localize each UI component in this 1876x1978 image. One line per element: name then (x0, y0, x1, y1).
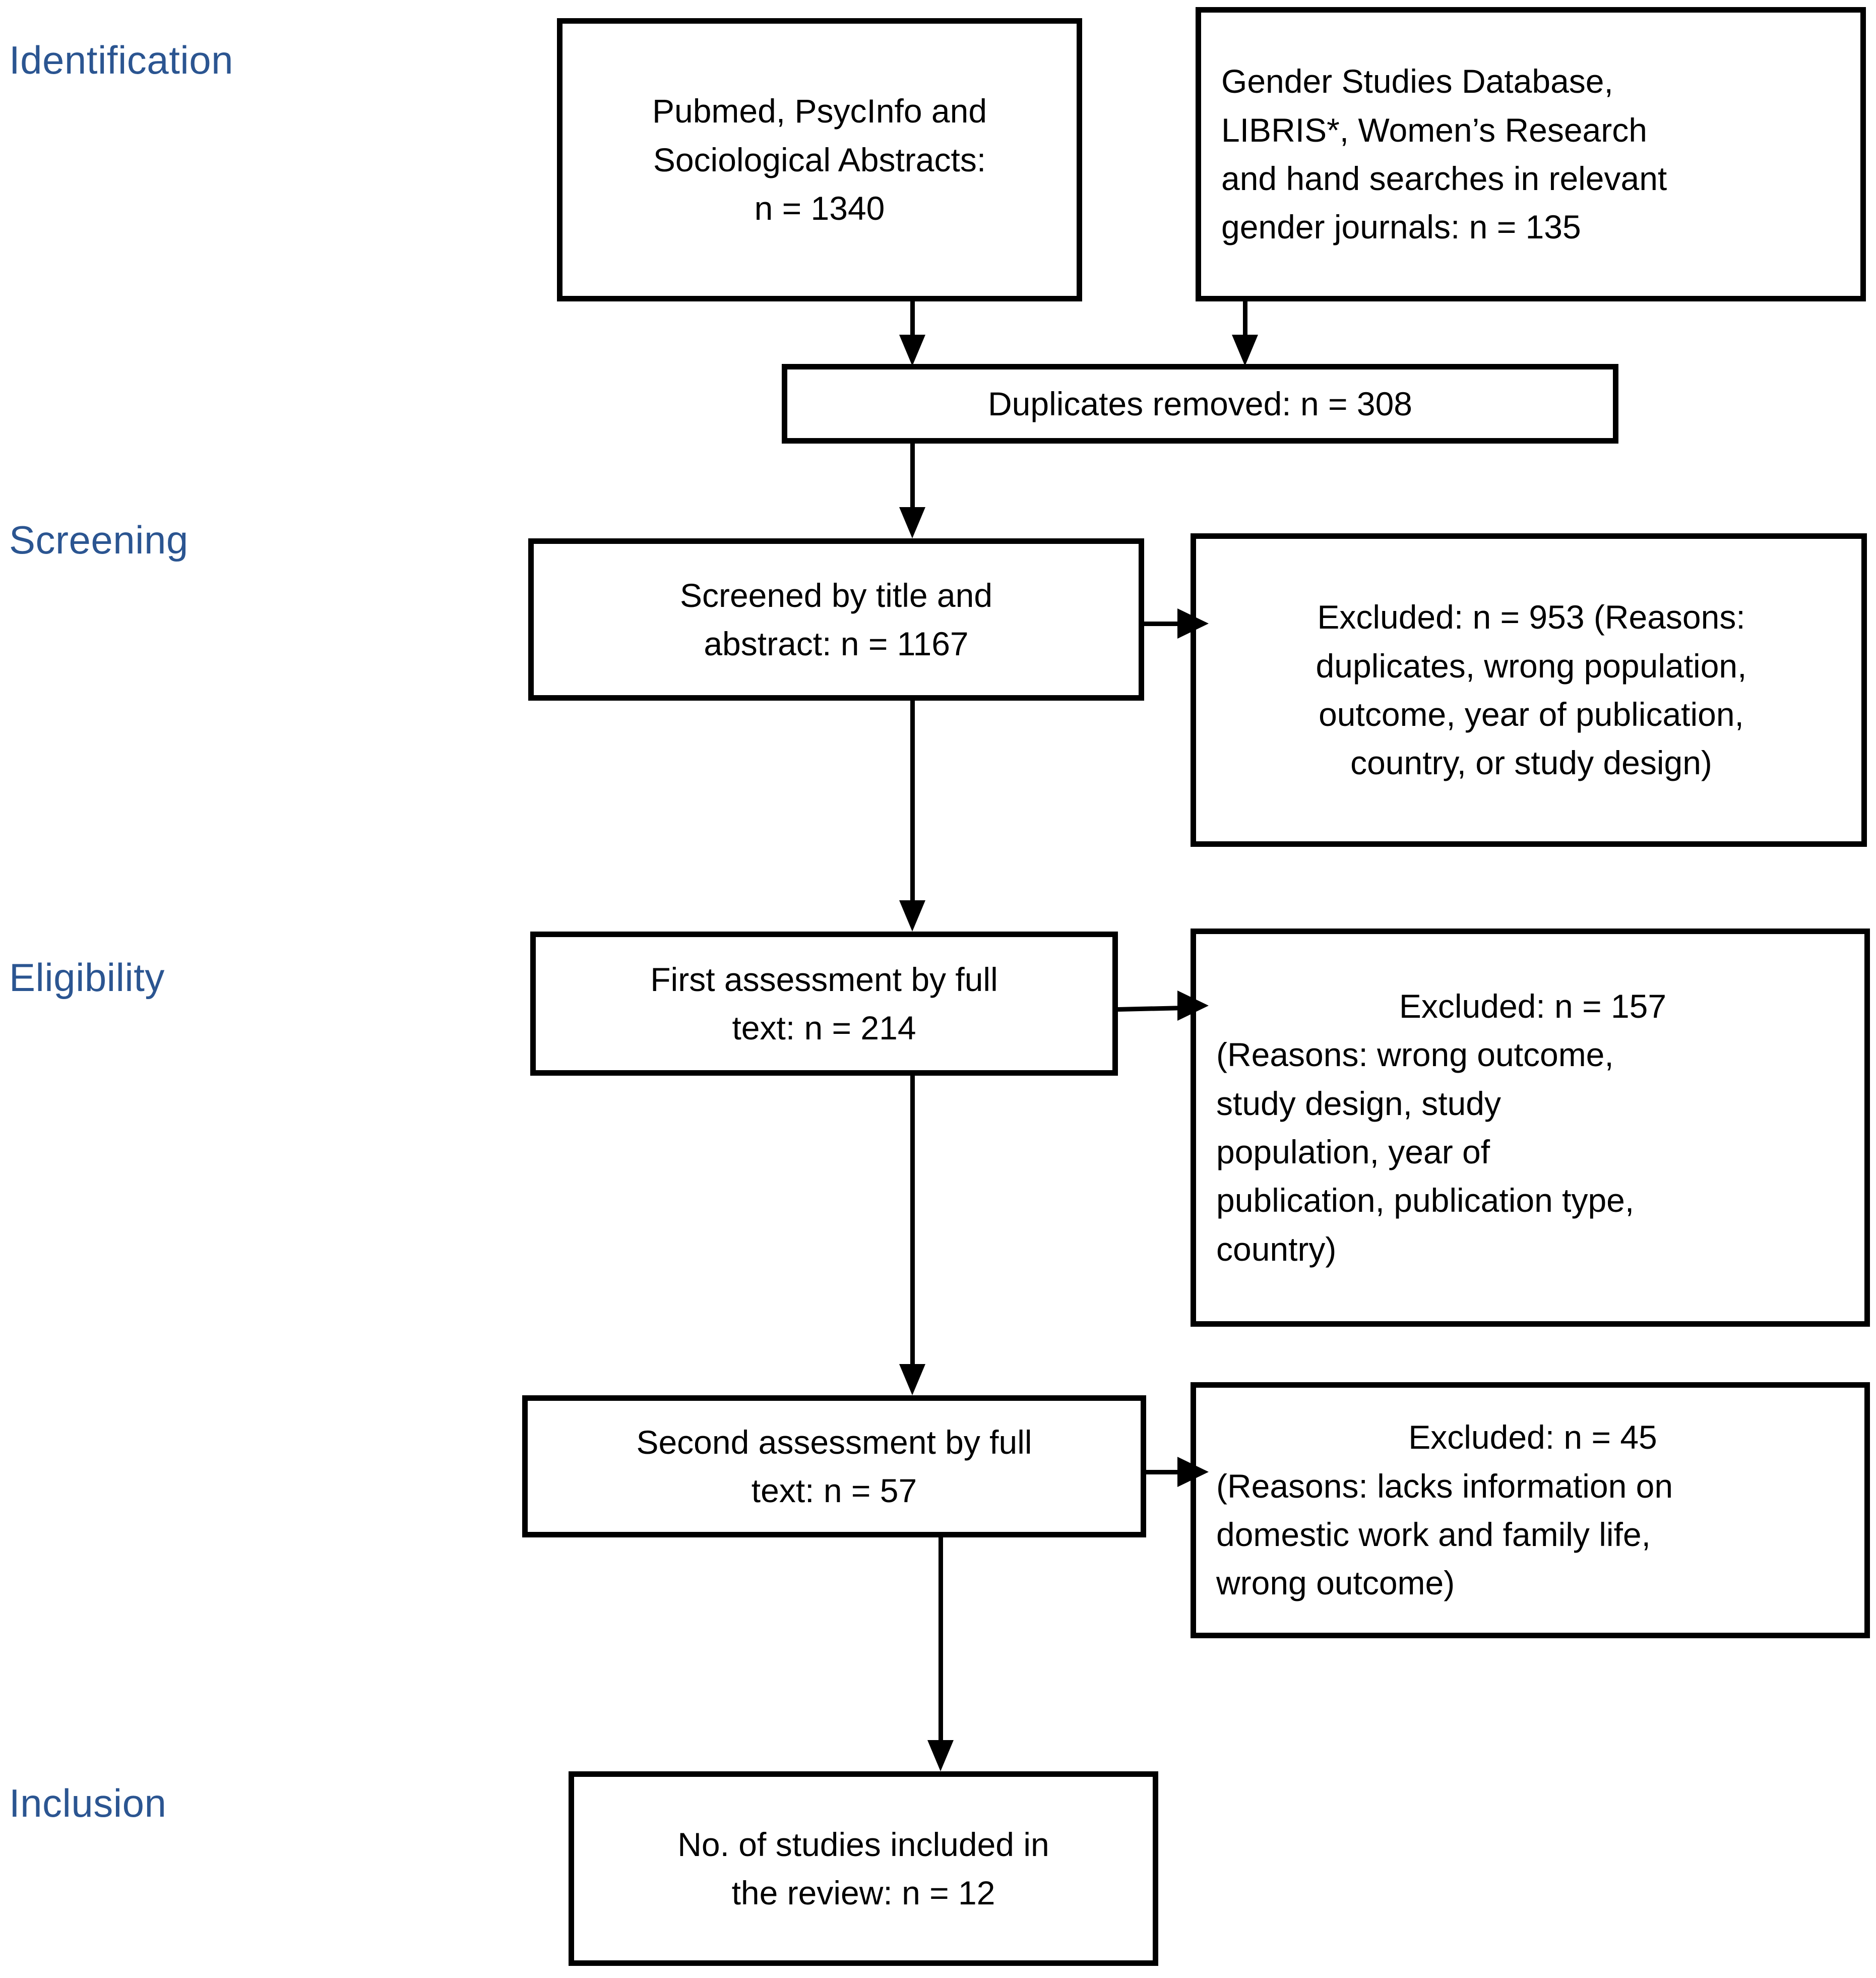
node-line: abstract: n = 1167 (704, 625, 969, 662)
connector-line-second-to-included (939, 1537, 943, 1742)
node-screened: Screened by title and abstract: n = 1167 (528, 538, 1144, 701)
node-second-assessment: Second assessment by full text: n = 57 (522, 1395, 1146, 1537)
node-line: domestic work and family life, (1216, 1516, 1651, 1553)
node-line: the review: n = 12 (731, 1874, 995, 1911)
arrow-head-second-to-included (927, 1740, 954, 1771)
node-excluded-first-assessment: Excluded: n = 157 (Reasons: wrong outcom… (1191, 929, 1870, 1327)
stage-label-inclusion: Inclusion (9, 1781, 167, 1825)
node-line: Screened by title and (679, 576, 993, 614)
node-line: gender journals: n = 135 (1221, 208, 1581, 246)
node-line: Excluded: n = 157 (1399, 987, 1667, 1025)
node-line: country) (1216, 1230, 1337, 1268)
node-line: study design, study (1216, 1084, 1501, 1122)
arrow-head-second-to-excluded (1177, 1457, 1209, 1487)
node-duplicates-removed: Duplicates removed: n = 308 (782, 364, 1618, 444)
connector-line-screened-to-excluded (1144, 622, 1182, 626)
node-excluded-screening: Excluded: n = 953 (Reasons: duplicates, … (1191, 533, 1867, 847)
arrow-head-screened-to-first (899, 900, 925, 932)
node-line: duplicates, wrong population, (1316, 647, 1747, 685)
connector-line-first-to-second (910, 1076, 915, 1366)
node-line: outcome, year of publication, (1319, 696, 1744, 733)
node-line: Pubmed, PsycInfo and (652, 92, 987, 130)
node-line: LIBRIS*, Women’s Research (1221, 111, 1647, 149)
node-included: No. of studies included in the review: n… (569, 1771, 1158, 1966)
stage-label-eligibility: Eligibility (9, 955, 165, 1000)
node-line: n = 1340 (754, 190, 885, 227)
stage-label-identification: Identification (9, 38, 233, 82)
node-first-assessment: First assessment by full text: n = 214 (530, 932, 1118, 1076)
connector-line-other-to-duplicates (1243, 301, 1247, 345)
node-line: publication, publication type, (1216, 1182, 1635, 1219)
arrow-head-duplicates-to-screened (899, 507, 925, 538)
node-line: Gender Studies Database, (1221, 63, 1613, 100)
connector-line-screened-to-first (910, 701, 915, 902)
node-line: Second assessment by full (636, 1423, 1032, 1461)
stage-label-screening: Screening (9, 518, 189, 562)
node-line: and hand searches in relevant (1221, 160, 1667, 197)
node-excluded-second-assessment: Excluded: n = 45 (Reasons: lacks informa… (1191, 1382, 1870, 1638)
node-line: Excluded: n = 953 (Reasons: (1317, 598, 1745, 636)
node-line: First assessment by full (650, 960, 998, 998)
node-line: No. of studies included in (677, 1825, 1049, 1863)
node-line: (Reasons: lacks information on (1216, 1467, 1673, 1505)
node-line: wrong outcome) (1216, 1564, 1455, 1602)
node-other-sources: Gender Studies Database, LIBRIS*, Women’… (1196, 7, 1866, 301)
node-line: Sociological Abstracts: (653, 141, 986, 178)
node-database-search: Pubmed, PsycInfo and Sociological Abstra… (557, 18, 1082, 301)
arrow-head-first-to-second (899, 1364, 925, 1395)
node-line: text: n = 57 (751, 1472, 917, 1509)
connector-line-first-to-excluded (1117, 1006, 1183, 1012)
arrow-head-search-to-duplicates (899, 335, 925, 366)
connector-line-duplicates-to-screened (910, 444, 915, 509)
node-line: (Reasons: wrong outcome, (1216, 1036, 1614, 1074)
node-line: Duplicates removed: n = 308 (988, 385, 1412, 422)
node-line: country, or study design) (1350, 744, 1712, 782)
arrow-head-other-to-duplicates (1232, 335, 1258, 366)
connector-line-search-to-duplicates (910, 301, 915, 345)
connector-line-second-to-excluded (1146, 1470, 1182, 1474)
node-line: Excluded: n = 45 (1408, 1418, 1657, 1456)
arrow-head-first-to-excluded (1177, 991, 1209, 1021)
node-line: text: n = 214 (732, 1009, 916, 1046)
arrow-head-screened-to-excluded (1177, 608, 1209, 639)
node-line: population, year of (1216, 1133, 1490, 1170)
